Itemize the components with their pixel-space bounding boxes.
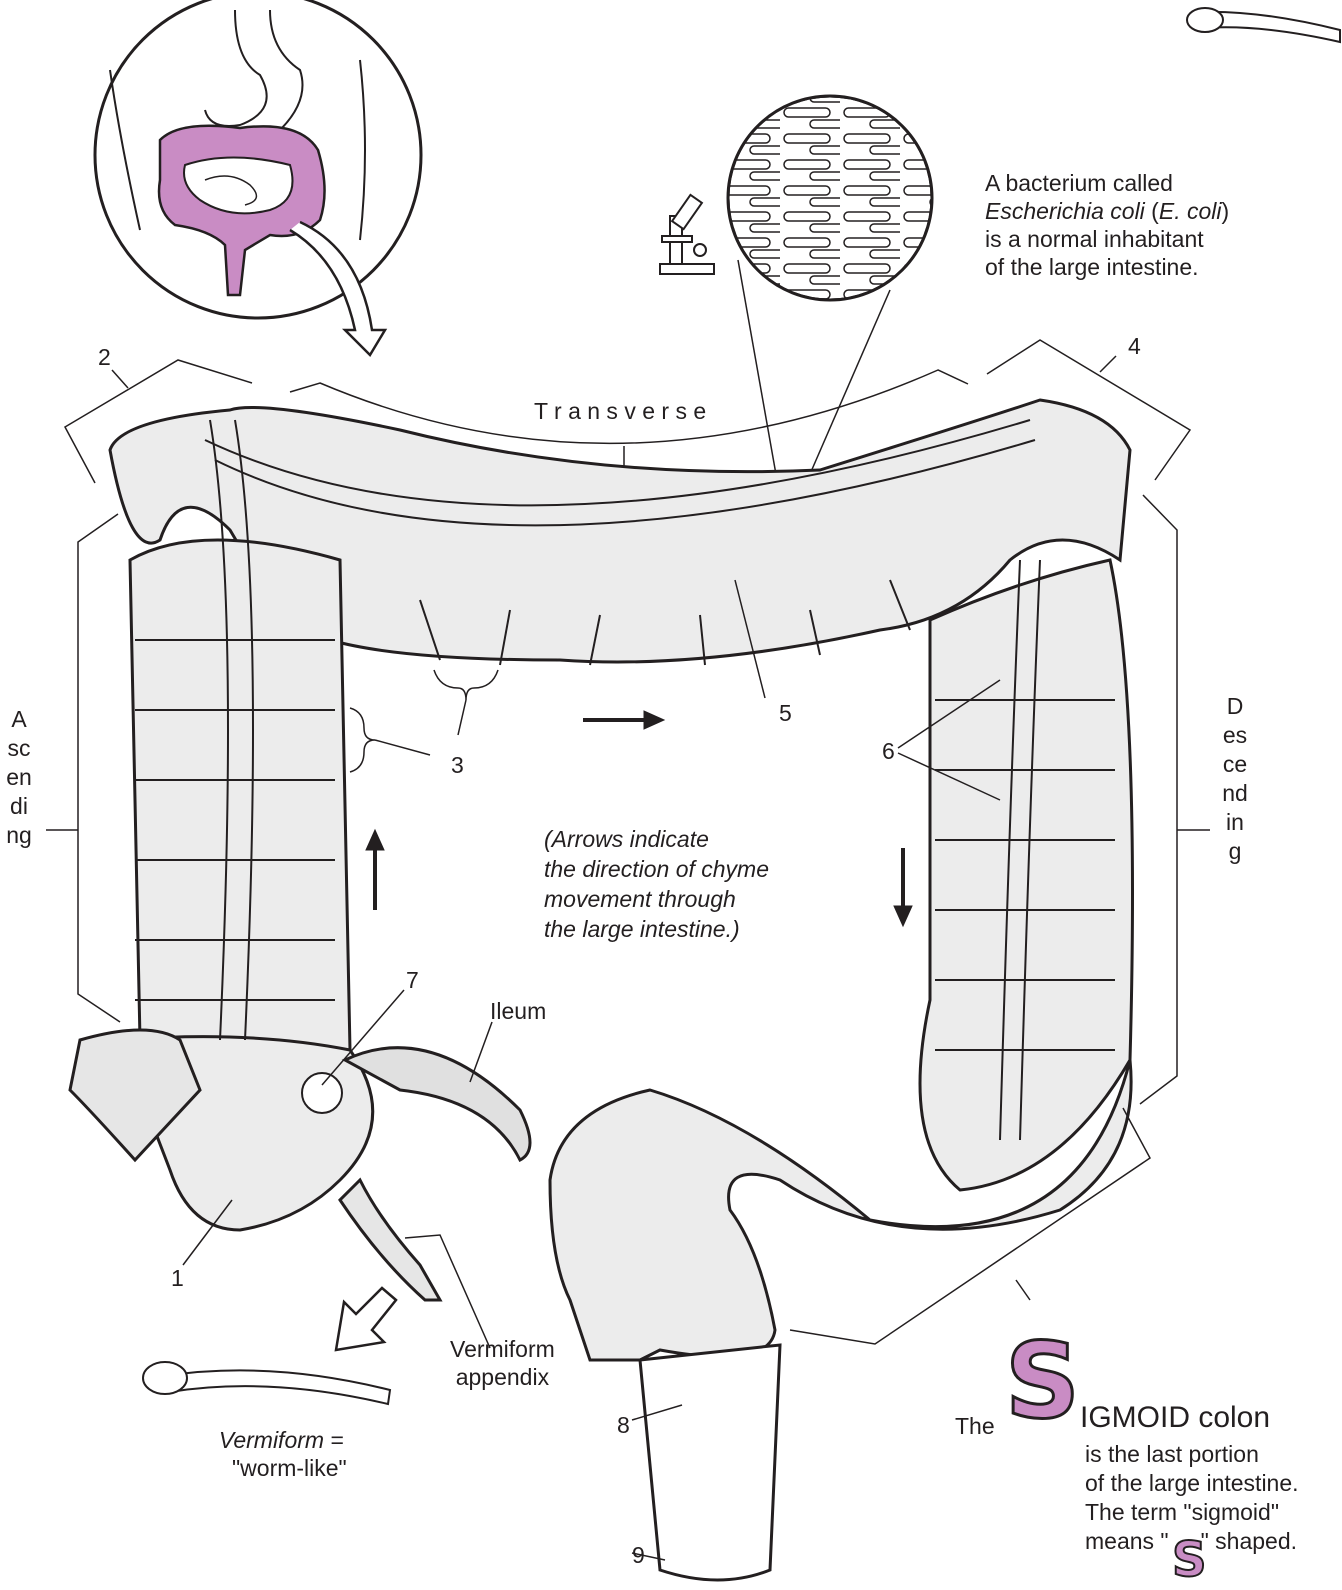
ileum-label: Ileum [490,997,546,1025]
microscope-icon [660,195,714,274]
label-4: 4 [1128,333,1141,360]
appendix-label: Vermiform appendix [450,1335,555,1391]
arrow-down-left-icon [336,1288,396,1350]
label-2: 2 [98,344,111,371]
ascending-label: Ascending [6,705,32,850]
label-1: 1 [171,1265,184,1292]
bacteria-magnified-view [728,96,932,497]
ileocecal-valve [302,1073,342,1113]
sigmoid-the: The [955,1412,995,1440]
bacteria-note: A bacterium called Escherichia coli (E. … [985,169,1229,281]
label-5: 5 [779,700,792,727]
label-3: 3 [451,752,464,779]
vermiform-definition: Vermiform = "worm-like" [216,1426,347,1482]
arrows-note: (Arrows indicate the direction of chyme … [544,824,769,944]
worm-icon-top [1187,8,1340,42]
worm-icon-bottom [143,1362,390,1404]
arrow-down-icon [894,848,912,926]
sigmoid-big-s-icon: S [1005,1336,1080,1426]
sigmoid-small-s-icon: S [1172,1540,1207,1580]
transverse-label: T r a n s v e r s e [534,397,706,425]
label-9: 9 [632,1542,645,1569]
arrow-up-icon [366,830,384,910]
arrow-right-icon [583,711,664,729]
abdomen-inset [95,0,421,355]
sigmoid-title: IGMOID colon [1080,1404,1270,1432]
label-6: 6 [882,738,895,765]
descending-label: Descending [1222,692,1248,866]
large-intestine [70,400,1133,1580]
label-7: 7 [406,967,419,994]
label-8: 8 [617,1412,630,1439]
